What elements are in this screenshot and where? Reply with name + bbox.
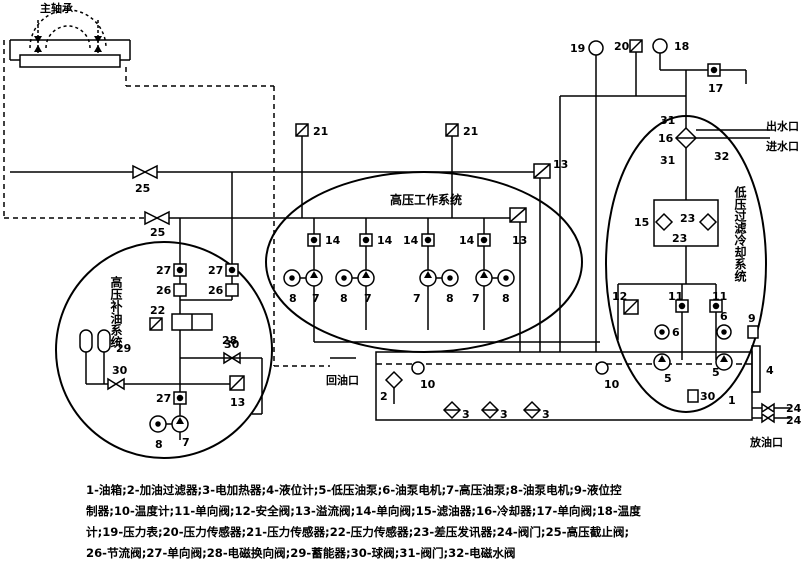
label-27a: 27	[156, 264, 171, 277]
label-23a: 23	[680, 212, 695, 225]
label-19: 19	[570, 42, 585, 55]
label-30c: 30	[700, 390, 716, 403]
label-6b: 6	[720, 310, 728, 323]
label-16: 16	[658, 132, 674, 145]
hydraulic-system-diagram: 主轴承 25 25	[3, 1, 802, 459]
heaters-3: 3 3 3	[442, 400, 550, 421]
label-10a: 10	[420, 378, 436, 391]
label-7b: 7	[364, 292, 372, 305]
label-28: 28	[222, 334, 237, 347]
label-24b: 24	[786, 414, 802, 427]
tank-risers	[313, 96, 600, 352]
hp-makeup-system-label: 高压补油系统	[109, 275, 123, 349]
label-30a: 30	[112, 364, 128, 377]
label-8b: 8	[340, 292, 348, 305]
legend-line-2: 制器;10-温度计;11-单向阀;12-安全阀;13-溢流阀;14-单向阀;15…	[86, 504, 641, 518]
legend-line-4: 26-节流阀;27-单向阀;28-电磁换向阀;29-蓄能器;30-球阀;31-阀…	[86, 546, 516, 560]
label-14c: 14	[403, 234, 419, 247]
label-25a: 25	[135, 182, 150, 195]
label-18: 18	[674, 40, 689, 53]
label-7c: 7	[413, 292, 421, 305]
label-24a: 24	[786, 402, 802, 415]
label-26a: 26	[156, 284, 172, 297]
lp-system-label: 低压过滤冷却系统	[733, 185, 747, 283]
label-25b: 25	[150, 226, 165, 239]
return-port-label: 回油口	[326, 373, 359, 387]
hp-work-system-label: 高压工作系统	[390, 192, 462, 207]
label-23b: 23	[672, 232, 687, 245]
label-8d: 8	[502, 292, 510, 305]
label-32: 32	[714, 150, 729, 163]
label-21b: 21	[463, 125, 478, 138]
label-14b: 14	[377, 234, 393, 247]
label-3c: 3	[542, 408, 550, 421]
label-31a: 31	[660, 114, 675, 127]
label-3a: 3	[462, 408, 470, 421]
label-11b: 11	[712, 290, 727, 303]
hp-makeup-components: 27 26 27 26 22 28 29 30 30 13 27	[79, 172, 263, 451]
outlet-water-label: 出水口	[766, 119, 799, 133]
label-5b: 5	[712, 366, 720, 379]
label-7a: 7	[312, 292, 320, 305]
label-2: 2	[380, 390, 388, 403]
main-bearing-label: 主轴承	[40, 1, 74, 15]
label-8c: 8	[446, 292, 454, 305]
label-21a: 21	[313, 125, 328, 138]
label-6a: 6	[672, 326, 680, 339]
label-3b: 3	[500, 408, 508, 421]
label-26b: 26	[208, 284, 224, 297]
relief-valves-13: 13 13	[509, 158, 568, 247]
legend-line-1: 1-油箱;2-加油过滤器;3-电加热器;4-液位计;5-低压油泵;6-油泵电机;…	[86, 483, 622, 497]
label-14a: 14	[325, 234, 341, 247]
label-17: 17	[708, 82, 723, 95]
label-12: 12	[612, 290, 627, 303]
main-bearing: 主轴承	[9, 1, 131, 68]
label-1: 1	[728, 394, 736, 407]
label-9: 9	[748, 312, 756, 325]
oil-tank: 1 2 回油口 10 10 3 3 3 4 24 24 放油口	[326, 345, 802, 449]
label-4: 4	[766, 364, 774, 377]
label-27b: 27	[208, 264, 223, 277]
label-22: 22	[150, 304, 165, 317]
label-5a: 5	[664, 372, 672, 385]
hp-makeup-system-boundary	[55, 241, 273, 459]
label-27c: 27	[156, 392, 171, 405]
legend: 1-油箱;2-加油过滤器;3-电加热器;4-液位计;5-低压油泵;6-油泵电机;…	[86, 480, 801, 564]
label-7e: 7	[182, 436, 190, 449]
label-30b: 30	[224, 338, 240, 351]
drain-port-label: 放油口	[749, 435, 783, 449]
label-7d: 7	[472, 292, 480, 305]
label-8a: 8	[289, 292, 297, 305]
label-8e: 8	[155, 438, 163, 451]
label-11a: 11	[668, 290, 683, 303]
legend-line-3: 计;19-压力表;20-压力传感器;21-压力传感器;22-压力传感器;23-差…	[86, 525, 630, 539]
pressure-sensor-21: 21 21	[295, 123, 478, 218]
label-14d: 14	[459, 234, 475, 247]
label-20: 20	[614, 40, 630, 53]
label-15: 15	[634, 216, 649, 229]
hp-headers: 25 25	[10, 164, 540, 239]
hp-pumps: 14 8 7 14 8 7 14 7 8 14 7 8	[283, 218, 515, 330]
label-10b: 10	[604, 378, 620, 391]
bearing-dashed-lines	[3, 40, 330, 367]
lp-components: 19 20 18 17 16 31 31 32 出水口 进水口 15 23 23	[560, 38, 799, 403]
label-13c: 13	[230, 396, 245, 409]
hp-makeup-system-text: 高压补油系统	[109, 275, 123, 349]
inlet-water-label: 进水口	[766, 139, 799, 153]
label-31b: 31	[660, 154, 675, 167]
label-29: 29	[116, 342, 131, 355]
